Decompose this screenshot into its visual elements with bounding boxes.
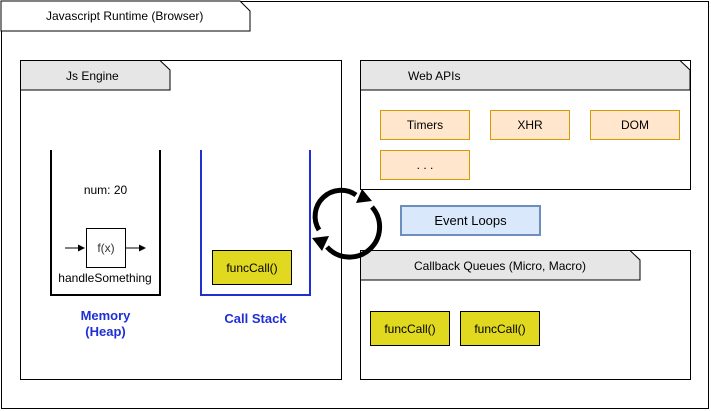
queue-item: funcCall() xyxy=(370,311,450,346)
event-loop-head-bottom xyxy=(312,236,329,251)
engine-tab-shape xyxy=(20,60,171,91)
memory-bucket xyxy=(50,150,161,296)
memory-handler-label: handleSomething xyxy=(58,271,152,285)
memory-title-line2: (Heap) xyxy=(85,324,126,339)
arrow-out-head xyxy=(139,244,146,252)
memory-function-box: f(x) xyxy=(86,228,126,268)
event-loop-box: Event Loops xyxy=(400,205,541,236)
runtime-title: Javascript Runtime (Browser) xyxy=(46,9,204,23)
memory-title: Memory (Heap) xyxy=(51,308,160,340)
webapi-timers: Timers xyxy=(380,110,470,140)
runtime-tab-shape xyxy=(0,0,251,32)
engine-frame xyxy=(20,60,342,380)
queues-title: Callback Queues (Micro, Macro) xyxy=(414,258,587,273)
queue-item: funcCall() xyxy=(460,311,540,346)
webapis-tab-shape xyxy=(360,60,691,91)
webapi-more: . . . xyxy=(380,150,470,180)
event-loop-icon xyxy=(312,187,383,260)
memory-title-line1: Memory xyxy=(80,308,131,323)
callstack-title: Call Stack xyxy=(224,311,287,326)
callstack-frame: funcCall() xyxy=(212,250,292,285)
event-loop-head-top xyxy=(356,189,372,203)
memory-function-label: f(x) xyxy=(97,241,115,255)
memory-num-label: num: 20 xyxy=(83,183,128,197)
webapi-xhr: XHR xyxy=(490,110,570,140)
webapis-title: Web APIs xyxy=(408,68,461,83)
queues-tab-shape xyxy=(360,250,641,281)
callstack-bucket xyxy=(200,150,311,296)
arrow-in-head xyxy=(78,244,85,252)
engine-title: Js Engine xyxy=(66,68,119,83)
webapi-dom: DOM xyxy=(590,110,680,140)
